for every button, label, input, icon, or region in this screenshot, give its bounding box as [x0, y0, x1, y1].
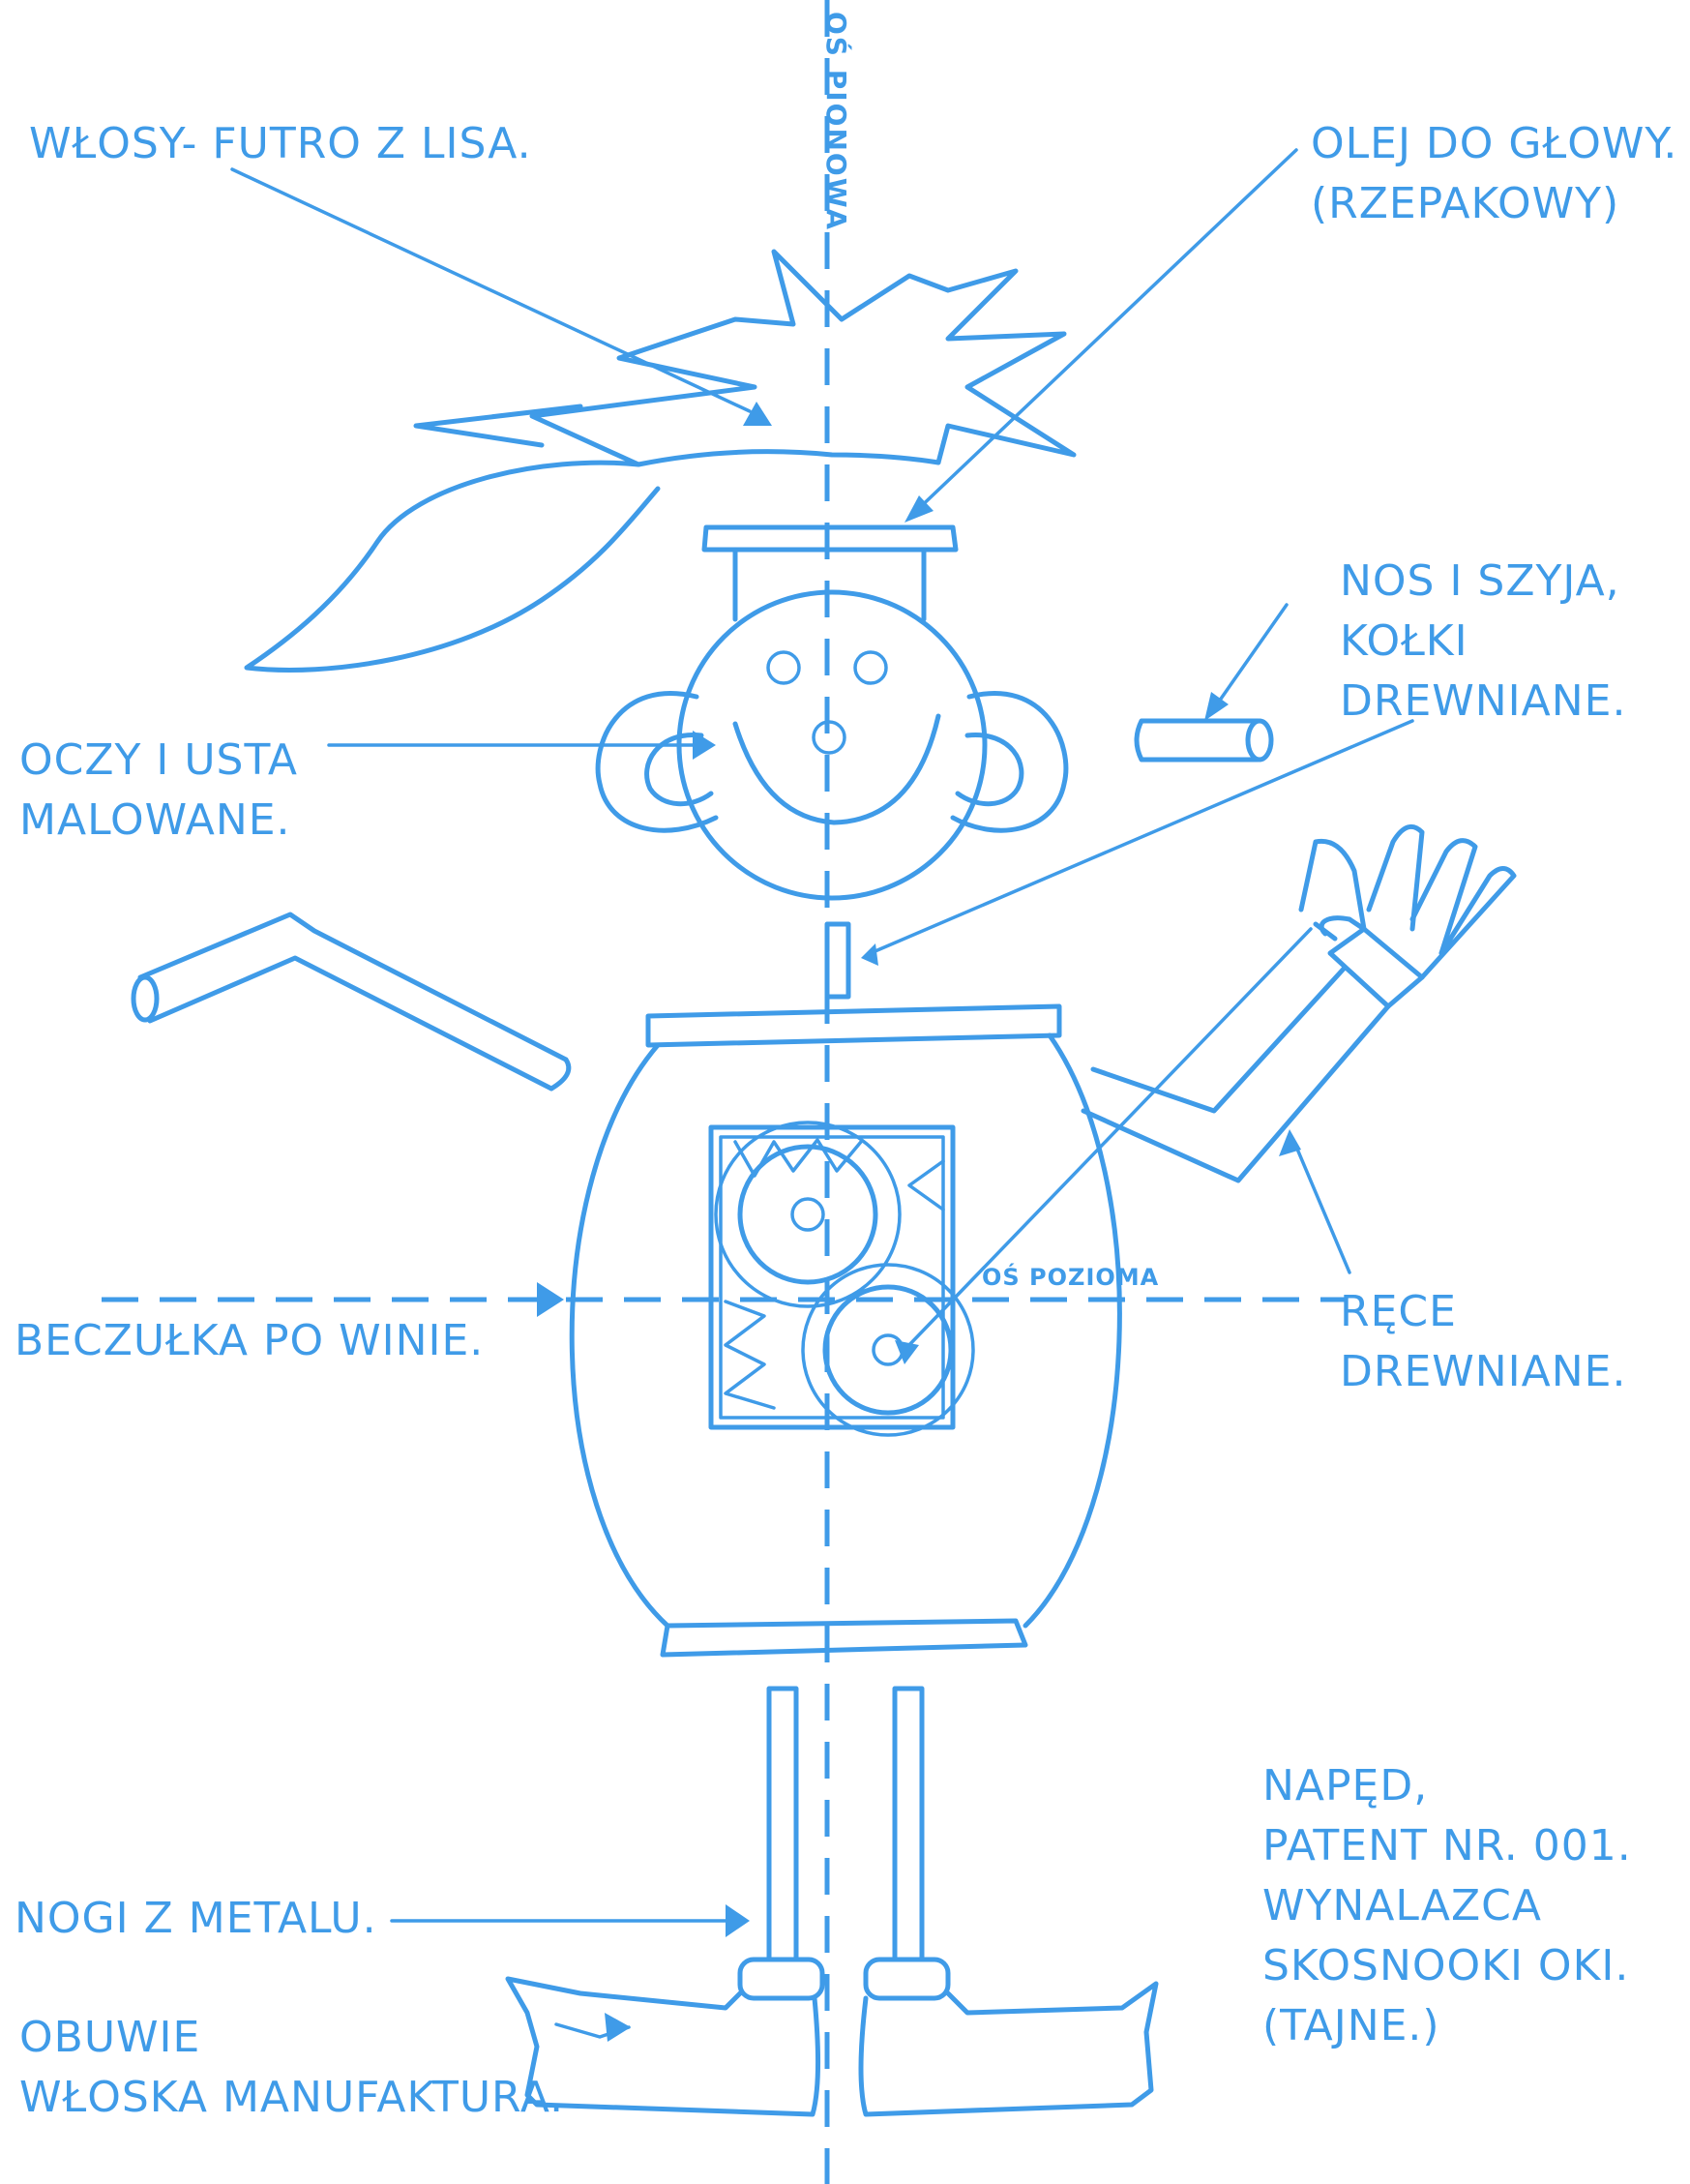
label-oil: OLEJ DO GŁOWY. (RZEPAKOWY): [1311, 114, 1677, 234]
label-hands: RĘCE DREWNIANE.: [1340, 1282, 1626, 1402]
barrel-body: [572, 1006, 1119, 1655]
label-vertical-axis: OŚ PIONOWA: [820, 12, 852, 231]
label-nose-neck: NOS I SZYJA, KOŁKI DREWNIANE.: [1340, 552, 1626, 732]
label-legs: NOGI Z METALU.: [15, 1889, 377, 1949]
label-shoes: OBUWIE WŁOSKA MANUFAKTURA.: [19, 2008, 564, 2128]
label-hair: WŁOSY- FUTRO Z LISA.: [29, 114, 532, 174]
oil-funnel: [704, 527, 956, 619]
hair: [247, 252, 1074, 670]
arrow-heads: [537, 402, 1301, 2042]
label-drive: NAPĘD, PATENT NR. 001. WYNALAZCA SKOSNOO…: [1262, 1756, 1632, 2056]
label-horizontal-axis: OŚ POZIOMA: [982, 1263, 1159, 1292]
shoes: [508, 1979, 1156, 2114]
head: [679, 592, 985, 898]
raised-arm: [1083, 826, 1514, 1181]
neck: [827, 924, 848, 997]
leader-lines: [232, 150, 1412, 2037]
legs: [740, 1689, 948, 1998]
wooden-peg: [1137, 721, 1271, 760]
gear-mechanism: [711, 1122, 973, 1435]
ears: [598, 693, 1066, 830]
label-barrel: BECZUŁKA PO WINIE.: [15, 1311, 484, 1371]
label-eyes-mouth: OCZY I USTA MALOWANE.: [19, 731, 298, 851]
loose-arm: [133, 914, 569, 1089]
